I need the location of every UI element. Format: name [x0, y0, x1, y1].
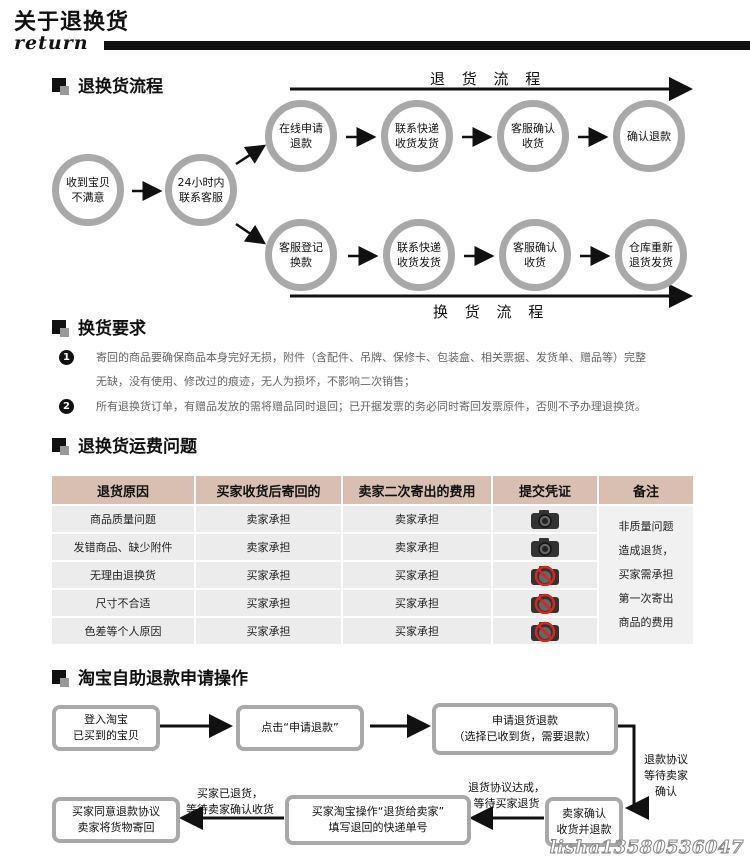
cell-proof	[493, 618, 597, 644]
section-title-flow: 退换货流程	[52, 72, 163, 97]
camera-icon	[529, 508, 561, 530]
taobao-step-return-goods: 买家淘宝操作“退货给卖家” 填写退回的快递单号	[285, 795, 471, 845]
cell-buyer: 买家承担	[196, 618, 341, 644]
section-title-text: 退换货流程	[78, 77, 163, 97]
cell-buyer: 卖家承担	[196, 534, 341, 560]
exchange-step-register: 客服登记 换款	[265, 219, 337, 291]
section-title-text: 换货要求	[78, 319, 146, 339]
cell-reason: 商品质量问题	[52, 506, 194, 532]
taobao-flow-arrows	[160, 714, 649, 830]
cell-note: 非质量问题 造成退货， 买家需承担 第一次寄出 商品的费用	[599, 506, 693, 644]
section-title-requirements: 换货要求	[52, 314, 146, 339]
exchange-step-reship: 仓库重新 退货发货	[615, 219, 687, 291]
cell-seller: 买家承担	[343, 562, 491, 588]
return-step-courier: 联系快递 收货发货	[381, 100, 453, 172]
requirement-1: 寄回的商品要确保商品本身完好无损，附件（含配件、吊牌、保修卡、包装盒、相关票据、…	[96, 346, 706, 394]
cell-buyer: 买家承担	[196, 590, 341, 616]
exchange-step-confirm: 客服确认 收货	[499, 219, 571, 291]
header-divider	[104, 41, 750, 50]
exchange-step-courier: 联系快递 收货发货	[383, 219, 455, 291]
section-marker-icon	[52, 437, 69, 455]
section-marker-icon	[52, 77, 69, 95]
cell-buyer: 卖家承担	[196, 506, 341, 532]
cell-proof	[493, 506, 597, 532]
flow-arrows	[132, 77, 693, 308]
return-step-apply: 在线申请 退款	[265, 100, 337, 172]
cell-proof	[493, 562, 597, 588]
taobao-label-agreement: 退货协议达成， 等待买家退货	[468, 781, 545, 810]
section-marker-icon	[52, 669, 69, 687]
requirement-1-line2: 无缺，没有使用、修改过的痕迹，无人为损坏，不影响二次销售；	[96, 375, 415, 388]
return-flow-label: 退 货 流 程	[430, 70, 547, 88]
camera-icon	[529, 536, 561, 558]
cell-seller: 卖家承担	[343, 534, 491, 560]
header-proof: 提交凭证	[493, 476, 597, 504]
camera-forbidden-icon	[529, 592, 561, 615]
cell-seller: 买家承担	[343, 618, 491, 644]
section-marker-icon	[52, 319, 69, 337]
table-row: 色差等个人原因 买家承担 买家承担	[52, 618, 693, 644]
taobao-step-seller-confirm: 卖家确认 收货并退款	[545, 797, 623, 847]
shipping-table: 退货原因 买家收货后寄回的 卖家二次寄出的费用 提交凭证 备注 商品质量问题 卖…	[50, 474, 695, 646]
cell-reason: 尺寸不合适	[52, 590, 194, 616]
taobao-step-apply: 点击“申请退款”	[236, 705, 364, 751]
taobao-side-note: 退款协议 等待卖家 确认	[644, 753, 688, 798]
cell-seller: 卖家承担	[343, 506, 491, 532]
requirement-number: 2	[59, 399, 74, 414]
header-buyer: 买家收货后寄回的	[196, 476, 341, 504]
arrow-step3-step4	[618, 724, 649, 820]
requirement-number: 1	[59, 350, 74, 365]
taobao-step-request: 申请退货退款 （选择已收到货，需要退款）	[432, 703, 618, 755]
camera-forbidden-icon	[529, 564, 561, 587]
page-subtitle: return	[14, 32, 89, 54]
exchange-flow-label: 换 货 流 程	[433, 303, 550, 321]
table-row: 尺寸不合适 买家承担 买家承担	[52, 590, 693, 616]
cell-reason: 发错商品、缺少附件	[52, 534, 194, 560]
watermark: lisha13580536047	[549, 837, 744, 859]
taobao-step-login: 登入淘宝 已买到的宝贝	[52, 705, 160, 751]
table-row: 商品质量问题 卖家承担 卖家承担 非质量问题 造成退货， 买家需承担 第一次寄出…	[52, 506, 693, 644]
requirement-2: 所有退换货订单，有赠品发放的需将赠品同时退回；已开据发票的务必同时寄回发票原件，…	[96, 400, 646, 413]
flow-step-start: 收到宝贝 不满意	[52, 154, 124, 226]
header-note: 备注	[599, 476, 693, 504]
taobao-step-agree: 买家同意退款协议 卖家将货物寄回	[52, 797, 180, 843]
return-step-refund: 确认退款	[613, 100, 685, 172]
camera-forbidden-icon	[529, 620, 561, 643]
requirement-1-line1: 寄回的商品要确保商品本身完好无损，附件（含配件、吊牌、保修卡、包装盒、相关票据、…	[96, 351, 646, 364]
cell-seller: 买家承担	[343, 590, 491, 616]
return-step-confirm: 客服确认 收货	[497, 100, 569, 172]
header-reason: 退货原因	[52, 476, 194, 504]
header-seller: 卖家二次寄出的费用	[343, 476, 491, 504]
taobao-label-returned: 买家已退货， 等待卖家确认收货	[186, 787, 274, 816]
table-row: 发错商品、缺少附件 卖家承担 卖家承担	[52, 534, 693, 560]
section-title-text: 退换货运费问题	[78, 437, 197, 457]
flow-step-contact: 24小时内 联系客服	[165, 154, 237, 226]
cell-proof	[493, 590, 597, 616]
page-title: 关于退换货	[14, 9, 130, 35]
section-title-taobao: 淘宝自助退款申请操作	[52, 664, 248, 689]
note-text: 非质量问题 造成退货， 买家需承担 第一次寄出 商品的费用	[618, 520, 674, 629]
arrow-to-return	[235, 144, 267, 166]
section-title-text: 淘宝自助退款申请操作	[78, 669, 248, 689]
cell-reason: 色差等个人原因	[52, 618, 194, 644]
table-row: 无理由退换货 买家承担 买家承担	[52, 562, 693, 588]
cell-proof	[493, 534, 597, 560]
table-header-row: 退货原因 买家收货后寄回的 卖家二次寄出的费用 提交凭证 备注	[52, 476, 693, 504]
cell-buyer: 买家承担	[196, 562, 341, 588]
arrow-to-exchange	[235, 222, 267, 245]
section-title-shipping: 退换货运费问题	[52, 432, 197, 457]
cell-reason: 无理由退换货	[52, 562, 194, 588]
